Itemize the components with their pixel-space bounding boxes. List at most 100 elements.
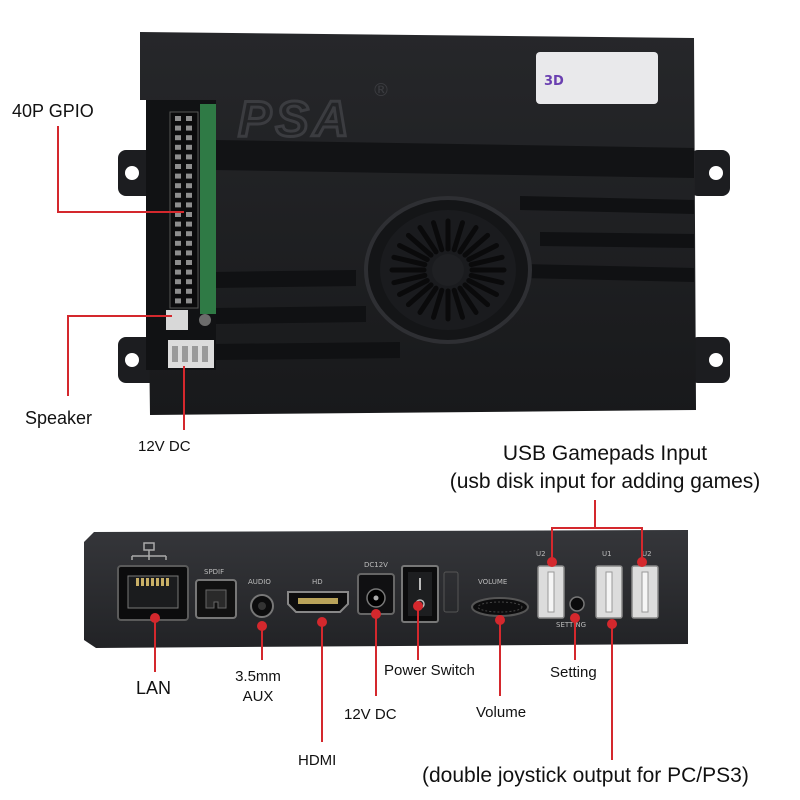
gpio-pin — [186, 231, 192, 237]
leader-gpio — [57, 126, 184, 213]
rib-5 — [214, 270, 356, 288]
gpio-pin — [186, 154, 192, 160]
gpio-pin — [175, 250, 181, 256]
gpio-pin — [186, 221, 192, 227]
rib-2 — [520, 196, 694, 214]
gpio-pin — [175, 221, 181, 227]
mount-hole-bl — [125, 353, 139, 367]
leader-lines-bottom — [154, 500, 643, 760]
fan-slot — [431, 287, 445, 320]
fan-slot — [397, 278, 430, 297]
leader-usb-bracket — [551, 527, 643, 560]
spdif-print: SPDIF — [204, 568, 224, 576]
gpio-pin — [186, 212, 192, 217]
fan-slot — [451, 220, 465, 253]
gpio-pin — [186, 164, 192, 169]
gpio-pin — [175, 173, 181, 179]
gpio-pin — [175, 125, 181, 131]
gpio-pin — [186, 269, 192, 275]
setting-button — [569, 596, 585, 612]
leader-speaker — [67, 315, 172, 396]
fan-slot — [466, 278, 499, 297]
fan-slot — [457, 225, 479, 255]
gpio-pin — [175, 135, 181, 141]
sticker-text: 3D — [544, 74, 564, 89]
gpio-pin — [175, 240, 181, 246]
gpio-header — [169, 111, 199, 309]
label-40p-gpio: 40P GPIO — [12, 101, 94, 121]
setting-print: SETTING — [556, 621, 586, 629]
gpio-pin — [175, 202, 181, 208]
fan-slot — [451, 287, 465, 320]
gpio-pin — [175, 231, 181, 237]
gpio-pin — [175, 144, 181, 150]
fan-slot — [462, 282, 491, 308]
gpio-pin — [175, 269, 181, 275]
pcb-screw — [199, 314, 211, 326]
rib-3 — [540, 232, 694, 248]
io-panel: SPDIF AUDIO HD DC12V VOLUME U2 SETTING U… — [84, 530, 688, 648]
gpio-pin — [186, 192, 192, 198]
fan-slot — [457, 285, 479, 315]
main-board-case: 3D PSA ® — [118, 32, 730, 415]
fan-slot — [391, 272, 428, 286]
gpio-pin — [186, 202, 192, 208]
gpio-pin — [186, 125, 192, 131]
fan-slot — [466, 243, 499, 262]
gpio-pin — [186, 116, 192, 121]
leader-lines-top — [57, 126, 185, 430]
fan-slot — [391, 254, 428, 268]
trademark-mark: ® — [372, 80, 390, 101]
rib-7 — [214, 342, 400, 360]
gpio-pin — [186, 183, 192, 189]
label-lan: LAN — [136, 678, 172, 698]
fan-slot — [468, 272, 505, 286]
gpio-pin — [175, 288, 181, 294]
pcb-strip — [200, 104, 216, 314]
fan-slot — [405, 232, 434, 258]
fan-slot — [431, 220, 445, 253]
gpio-pin — [186, 288, 192, 294]
u1-print: U1 — [602, 550, 612, 558]
gpio-pin — [175, 116, 181, 121]
gpio-pin — [175, 279, 181, 285]
label-aux-line2: AUX — [242, 688, 274, 705]
fan-slot — [417, 285, 439, 315]
gpio-pin — [186, 298, 192, 304]
volume-wheel — [471, 597, 529, 617]
gpio-pin — [186, 135, 192, 141]
label-12v-dc-top: 12V DC — [138, 438, 191, 455]
label-hdmi: HDMI — [298, 752, 337, 769]
fan-slot — [468, 254, 505, 268]
label-aux-line1: 3.5mm — [235, 668, 281, 685]
label-joystick-output: (double joystick output for PC/PS3) — [422, 764, 749, 787]
rib-4 — [522, 264, 694, 282]
gpio-pin — [175, 183, 181, 189]
fan-slot — [405, 282, 434, 308]
u2-print: U2 — [536, 550, 546, 558]
gpio-pin — [186, 279, 192, 285]
rib-6 — [214, 306, 366, 324]
brand-logo: PSA — [238, 91, 353, 147]
gpio-pin — [175, 260, 181, 265]
gpio-pin — [175, 212, 181, 217]
fan-grille — [364, 196, 532, 344]
network-icon — [131, 542, 167, 560]
label-speaker: Speaker — [25, 408, 93, 428]
label-12v-dc-bottom: 12V DC — [344, 706, 397, 723]
dc12v-print: DC12V — [364, 561, 388, 569]
fan-slot — [397, 243, 430, 262]
volume-print: VOLUME — [478, 578, 507, 586]
mount-hole-br — [709, 353, 723, 367]
gpio-pin — [175, 298, 181, 304]
label-usb-gamepads-input: USB Gamepads Input — [502, 442, 708, 465]
gpio-pin — [186, 250, 192, 256]
sticker — [536, 52, 658, 104]
gpio-pin — [186, 260, 192, 265]
gpio-pin — [186, 173, 192, 179]
gpio-pin — [186, 240, 192, 246]
audio-print: AUDIO — [248, 578, 271, 586]
mount-hole-tl — [125, 166, 139, 180]
label-setting: Setting — [550, 664, 597, 681]
